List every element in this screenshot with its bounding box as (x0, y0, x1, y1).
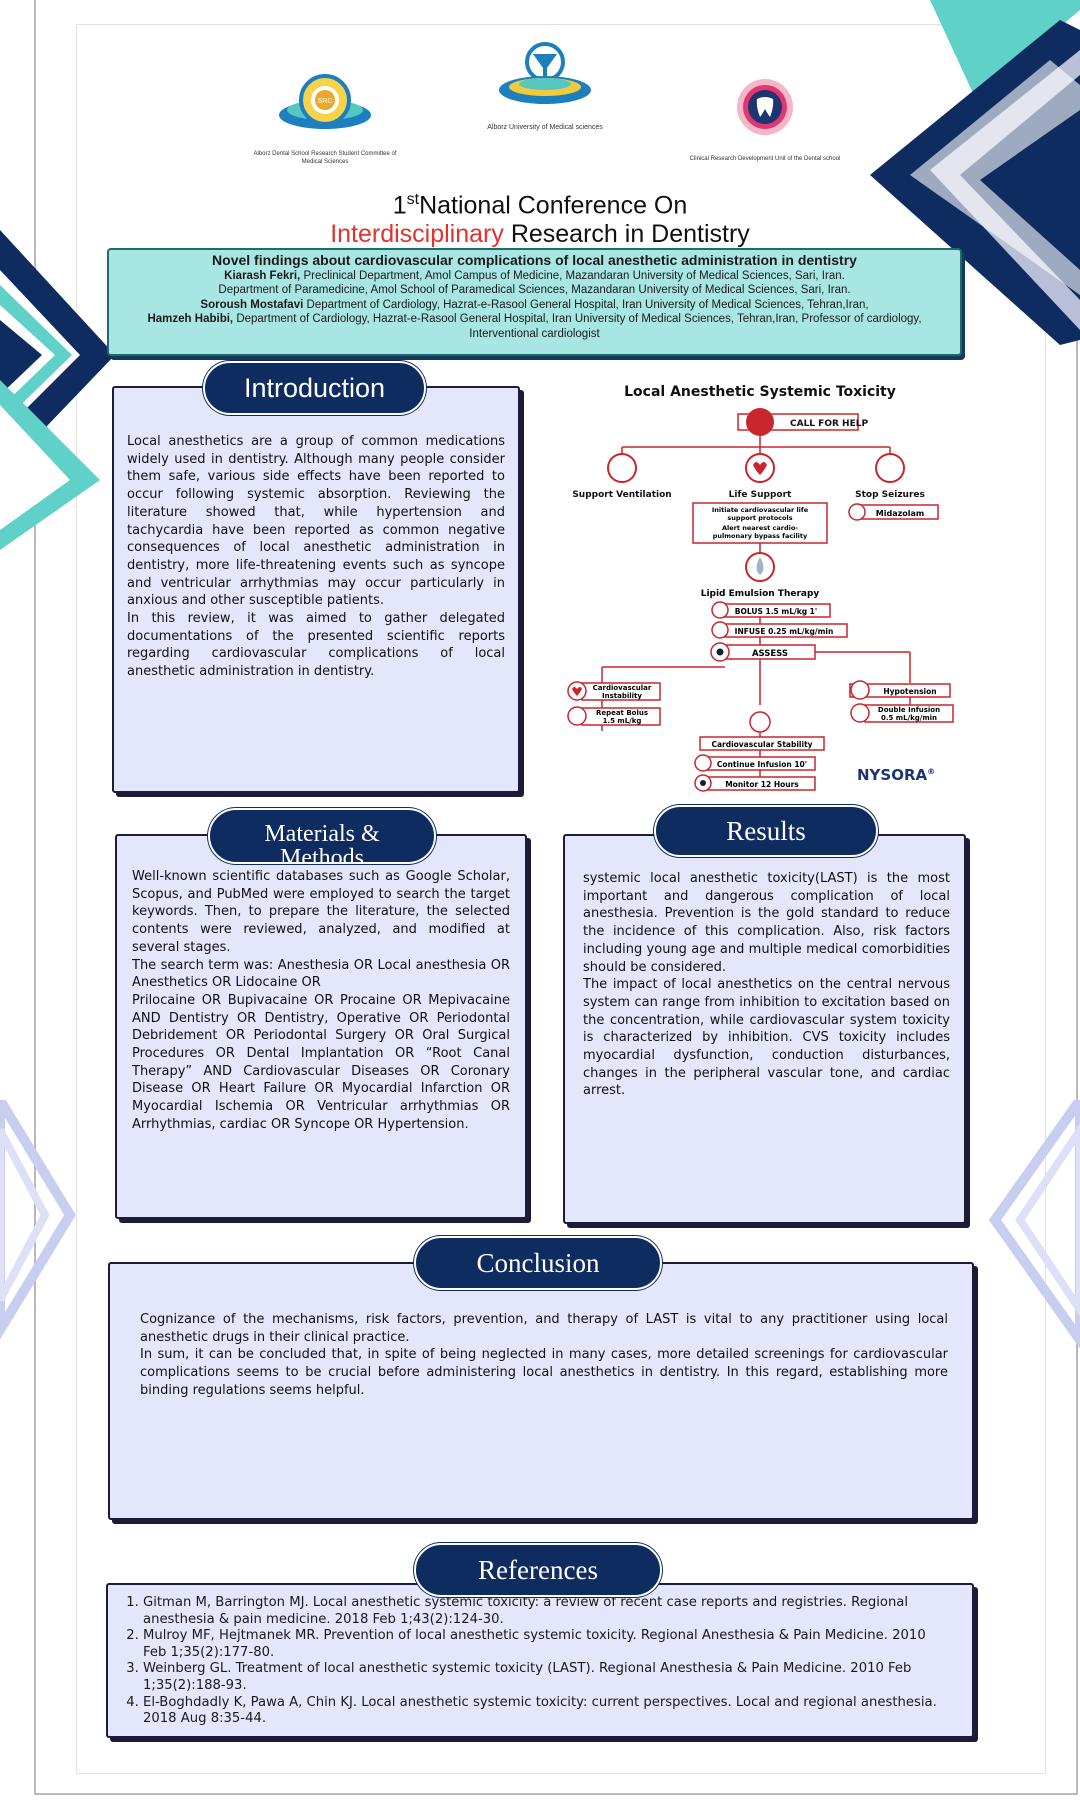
flowchart-title: Local Anesthetic Systemic Toxicity (624, 384, 896, 400)
conclusion-text: Cognizance of the mechanisms, risk facto… (140, 1312, 948, 1398)
center-logo: Alborz University of Medical sciences (465, 40, 625, 132)
svg-text:pulmonary bypass facility: pulmonary bypass facility (713, 532, 808, 540)
title-line-2: Interdisciplinary Research in Dentistry (330, 220, 750, 249)
svg-text:SRC: SRC (318, 98, 333, 105)
last-flowchart: Local Anesthetic Systemic Toxicity CALL … (567, 384, 954, 792)
svg-text:INFUSE 0.25 mL/kg/min: INFUSE 0.25 mL/kg/min (735, 627, 834, 636)
call-for-help-box: CALL FOR HELP (737, 408, 868, 436)
seizure-icon (875, 453, 905, 483)
svg-text:ASSESS: ASSESS (752, 649, 788, 659)
svg-text:Midazolam: Midazolam (876, 509, 924, 518)
results-heading: Results (654, 805, 878, 857)
svg-text:Double Infusion: Double Infusion (878, 706, 940, 714)
svg-text:Cardiovascular: Cardiovascular (593, 684, 652, 692)
author-1: Kiarash Fekri, Preclinical Department, A… (224, 270, 845, 282)
left-decoration (0, 230, 115, 550)
results-panel: systemic local anesthetic toxicity(LAST)… (563, 834, 966, 1224)
results-text: systemic local anesthetic toxicity(LAST)… (583, 871, 950, 1099)
reference-item: El-Boghdadly K, Pawa A, Chin KJ. Local a… (143, 1695, 952, 1728)
right-logo: Clinical Research Development Unit of th… (670, 75, 860, 163)
balance-icon (749, 711, 771, 733)
conclusion-panel: Cognizance of the mechanisms, risk facto… (108, 1262, 974, 1520)
svg-text:Support Ventilation: Support Ventilation (572, 490, 671, 500)
svg-text:support protocols: support protocols (727, 514, 792, 522)
reference-item: Weinberg GL. Treatment of local anesthet… (143, 1661, 952, 1694)
introduction-panel: Local anesthetics are a group of common … (112, 386, 520, 793)
svg-text:CALL FOR HELP: CALL FOR HELP (790, 419, 868, 429)
left-logo: SRC Alborz Dental School Research Studen… (250, 70, 400, 166)
svg-text:Life Support: Life Support (729, 490, 792, 500)
svg-text:Lipid Emulsion Therapy: Lipid Emulsion Therapy (701, 589, 820, 599)
svg-text:Stop Seizures: Stop Seizures (855, 490, 925, 500)
logo-row: SRC Alborz Dental School Research Studen… (0, 40, 1080, 175)
svg-text:0.5 mL/kg/min: 0.5 mL/kg/min (881, 714, 937, 722)
authors-box: Novel findings about cardiovascular comp… (107, 248, 962, 356)
right-logo-caption: Clinical Research Development Unit of th… (689, 156, 841, 162)
conference-title: 1stNational Conference On Interdisciplin… (260, 185, 820, 249)
methods-text: Well-known scientific databases such as … (132, 869, 510, 1132)
left-lower-decoration (0, 1100, 76, 1340)
author-3-affiliation-2: Interventional cardiologist (469, 327, 600, 340)
nysora-logo: NYSORA® (857, 766, 935, 784)
svg-text:Instability: Instability (602, 692, 642, 700)
author-2: Soroush Mostafavi Department of Cardiolo… (200, 298, 869, 311)
university-logo-icon (499, 42, 591, 104)
references-heading: References (414, 1543, 662, 1597)
author-1-affiliation-2: Department of Paramedicine, Amol School … (218, 284, 851, 297)
introduction-heading: Introduction (203, 361, 426, 415)
syringe-icon (848, 503, 866, 521)
left-logo-caption: Alborz Dental School Research Student Co… (253, 151, 397, 165)
svg-text:BOLUS 1.5 mL/kg 1': BOLUS 1.5 mL/kg 1' (735, 607, 817, 616)
top-right-decoration (870, 0, 1080, 345)
introduction-text: Local anesthetics are a group of common … (127, 434, 505, 680)
title-line-1: 1stNational Conference On (392, 191, 688, 220)
svg-text:Initiate cardiovascular life: Initiate cardiovascular life (712, 506, 809, 514)
svg-text:Hypotension: Hypotension (883, 687, 936, 696)
svg-text:1.5 mL/kg: 1.5 mL/kg (603, 717, 642, 725)
src-logo-icon: SRC (279, 74, 371, 129)
right-lower-decoration (988, 1100, 1080, 1349)
methods-panel: Well-known scientific databases such as … (115, 834, 527, 1219)
author-3: Hamzeh Habibi, Department of Cardiology,… (147, 313, 922, 326)
poster-inner-border (76, 24, 1046, 1774)
svg-text:Continue Infusion 10': Continue Infusion 10' (717, 760, 807, 769)
poster-headline: Novel findings about cardiovascular comp… (212, 252, 857, 268)
ventilation-icon (607, 453, 637, 483)
references-panel: Gitman M, Barrington MJ. Local anestheti… (106, 1583, 974, 1738)
center-logo-caption: Alborz University of Medical sciences (487, 124, 603, 131)
references-list: Gitman M, Barrington MJ. Local anestheti… (143, 1595, 952, 1728)
tooth-logo-icon (737, 79, 793, 135)
reference-item: Gitman M, Barrington MJ. Local anestheti… (143, 1595, 952, 1628)
svg-text:Repeat Bolus: Repeat Bolus (596, 709, 648, 717)
alarm-icon (746, 408, 774, 436)
svg-text:Alert nearest cardio-: Alert nearest cardio- (722, 524, 798, 532)
conclusion-heading: Conclusion (414, 1236, 662, 1290)
svg-text:Cardiovascular Stability: Cardiovascular Stability (711, 740, 812, 749)
reference-item: Mulroy MF, Hejtmanek MR. Prevention of l… (143, 1628, 952, 1661)
svg-text:Monitor 12 Hours: Monitor 12 Hours (725, 780, 799, 789)
methods-heading: Materials & Methods (208, 808, 436, 864)
